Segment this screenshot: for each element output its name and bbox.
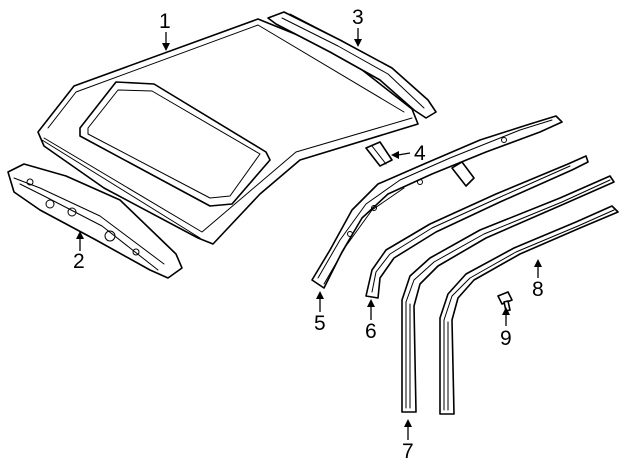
callout-number: 5 <box>314 312 326 335</box>
callout-number: 4 <box>414 142 426 165</box>
callout-number: 3 <box>352 6 364 29</box>
callout-9: 9 <box>500 307 512 350</box>
inner-side-rail <box>311 115 563 289</box>
callout-7: 7 <box>402 419 414 463</box>
callout-number: 8 <box>532 278 544 301</box>
callout-6: 6 <box>365 299 377 343</box>
callout-2: 2 <box>73 231 85 273</box>
callout-4: 4 <box>391 142 426 165</box>
callout-number: 1 <box>159 10 171 33</box>
callout-3: 3 <box>352 6 364 47</box>
roof-panel <box>37 18 419 245</box>
callout-number: 7 <box>402 440 414 463</box>
callout-1: 1 <box>159 10 171 51</box>
callout-5: 5 <box>314 291 326 335</box>
callout-number: 9 <box>500 327 512 350</box>
roof-bow-bracket <box>365 141 393 167</box>
drip-molding <box>439 205 619 415</box>
rear-header-rail <box>267 11 437 119</box>
callout-number: 6 <box>365 320 377 343</box>
callout-number: 2 <box>73 250 85 273</box>
side-rail-reinforcement <box>365 155 589 299</box>
callout-8: 8 <box>532 259 544 301</box>
outer-side-rail <box>401 175 615 413</box>
clip <box>497 291 513 312</box>
front-header-panel <box>7 163 183 279</box>
